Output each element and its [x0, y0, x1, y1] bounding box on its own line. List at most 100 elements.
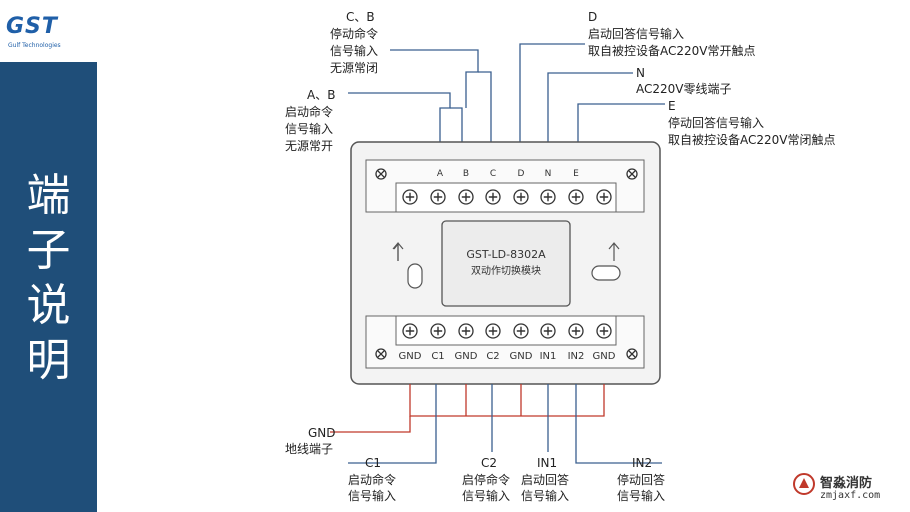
- watermark-url: zmjaxf.com: [820, 490, 881, 501]
- bottom-terminal-label: GND: [510, 351, 533, 362]
- callout-cb-line: 信号输入: [330, 43, 378, 58]
- callout-in2-line: 停动回答: [617, 472, 665, 487]
- bottom-terminal-label: C1: [431, 351, 444, 362]
- wire-e: [577, 103, 665, 142]
- arrow-up-icon: [392, 242, 404, 261]
- screw-cross: [599, 326, 609, 336]
- screw-cross: [461, 326, 471, 336]
- screw-cross: [516, 326, 526, 336]
- screw-cross: [488, 326, 498, 336]
- callout-c2-line: 信号输入: [462, 488, 510, 503]
- callout-ab-title: A、B: [307, 88, 335, 102]
- wire-n: [547, 72, 633, 142]
- wire-ab: [348, 92, 451, 142]
- title-char: 端: [26, 170, 71, 221]
- bottom-terminal-label: GND: [399, 351, 422, 362]
- screw-cross: [405, 192, 415, 202]
- top-terminal-label: E: [573, 169, 579, 179]
- callout-n-title: N: [636, 66, 645, 80]
- callout-d-line: 启动回答信号输入: [588, 26, 684, 41]
- watermark: 智淼消防 zmjaxf.com: [790, 466, 900, 508]
- top-terminal-label: D: [518, 169, 525, 179]
- bottom-terminal-label: IN1: [540, 351, 557, 362]
- top-terminal-label: B: [463, 169, 469, 179]
- bottom-terminal-label: C2: [486, 351, 499, 362]
- wire-gnd-bus: [409, 384, 605, 417]
- screw-cross: [628, 350, 636, 358]
- wire-c1: [348, 384, 437, 464]
- screw-cross: [628, 170, 636, 178]
- callout-gnd-title: GND: [308, 426, 336, 440]
- top-wiring: [348, 43, 665, 142]
- callout-c1-title: C1: [365, 456, 381, 470]
- callout-cb-line: 无源常闭: [330, 61, 378, 75]
- wire-cb: [390, 49, 479, 108]
- screw-cross: [433, 192, 443, 202]
- sidebar: GST Gulf Technologies 端 子 说 明: [0, 0, 97, 512]
- callout-c2-line: 启停命令: [462, 472, 510, 487]
- callout-c1-line: 信号输入: [348, 488, 396, 503]
- slot-horizontal: [591, 265, 621, 281]
- bottom-terminal-label: IN2: [568, 351, 585, 362]
- screw-cross: [405, 326, 415, 336]
- page-title: 端 子 说 明: [0, 168, 97, 388]
- screw-cross: [377, 170, 385, 178]
- mounting-screws: [375, 168, 638, 360]
- callout-d-line: 取自被控设备AC220V常开触点: [588, 44, 756, 58]
- screw-cross: [571, 326, 581, 336]
- wire-in2: [575, 384, 662, 464]
- callout-ab-line: 信号输入: [285, 121, 333, 136]
- bottom-terminal-label: GND: [593, 351, 616, 362]
- title-char: 明: [26, 335, 71, 386]
- callout-e-line: 停动回答信号输入: [668, 115, 764, 130]
- top-terminal-label: A: [437, 169, 444, 179]
- wire-d: [519, 43, 585, 142]
- screw-cross: [461, 192, 471, 202]
- logo-subtitle: Gulf Technologies: [8, 42, 61, 49]
- logo-area: GST Gulf Technologies: [0, 0, 97, 62]
- screw-cross: [488, 192, 498, 202]
- screw-cross: [543, 326, 553, 336]
- screw-cross: [571, 192, 581, 202]
- arrow-up-icon: [608, 242, 620, 261]
- top-terminal-label: C: [490, 169, 496, 179]
- callout-in1-title: IN1: [537, 456, 557, 470]
- bottom-terminal-label: GND: [455, 351, 478, 362]
- module-label-box: [441, 220, 571, 307]
- screw-cross: [377, 350, 385, 358]
- callout-c2-title: C2: [481, 456, 497, 470]
- wire-gnd: [330, 416, 411, 433]
- callout-c1-line: 启动命令: [348, 472, 396, 487]
- bottom-terminal-labels: GND C1 GND C2 GND IN1 IN2 GND: [399, 351, 616, 362]
- callout-gnd-line: 地线端子: [285, 442, 333, 456]
- wire-ab-2: [450, 107, 463, 142]
- module-model: GST-LD-8302A: [466, 248, 546, 261]
- callout-in2-line: 信号输入: [617, 488, 665, 503]
- title-char: 说: [26, 280, 71, 331]
- callout-ab-line: 无源常开: [285, 139, 333, 153]
- title-char: 子: [26, 225, 71, 276]
- callout-in1-line: 启动回答: [521, 472, 569, 487]
- callout-in1-line: 信号输入: [521, 488, 569, 503]
- wire-cb-2: [478, 71, 492, 142]
- screw-cross: [543, 192, 553, 202]
- callout-e-title: E: [668, 99, 676, 113]
- callout-d-title: D: [588, 10, 597, 24]
- slot-vertical: [407, 263, 423, 289]
- module-name: 双动作切换模块: [471, 264, 541, 277]
- callout-n-line: AC220V零线端子: [636, 82, 732, 96]
- top-terminal-label: N: [545, 169, 552, 179]
- callout-in2-title: IN2: [632, 456, 652, 470]
- watermark-logo-icon: [793, 473, 815, 495]
- watermark-name: 智淼消防: [820, 476, 873, 491]
- bottom-terminals: [402, 323, 612, 339]
- callout-cb-line: 停动命令: [330, 26, 378, 41]
- screw-cross: [599, 192, 609, 202]
- top-terminals: [402, 189, 612, 205]
- callout-cb-title: C、B: [346, 10, 375, 24]
- screw-cross: [433, 326, 443, 336]
- logo: GST: [6, 14, 58, 39]
- bottom-wiring: [348, 384, 662, 464]
- screw-cross: [516, 192, 526, 202]
